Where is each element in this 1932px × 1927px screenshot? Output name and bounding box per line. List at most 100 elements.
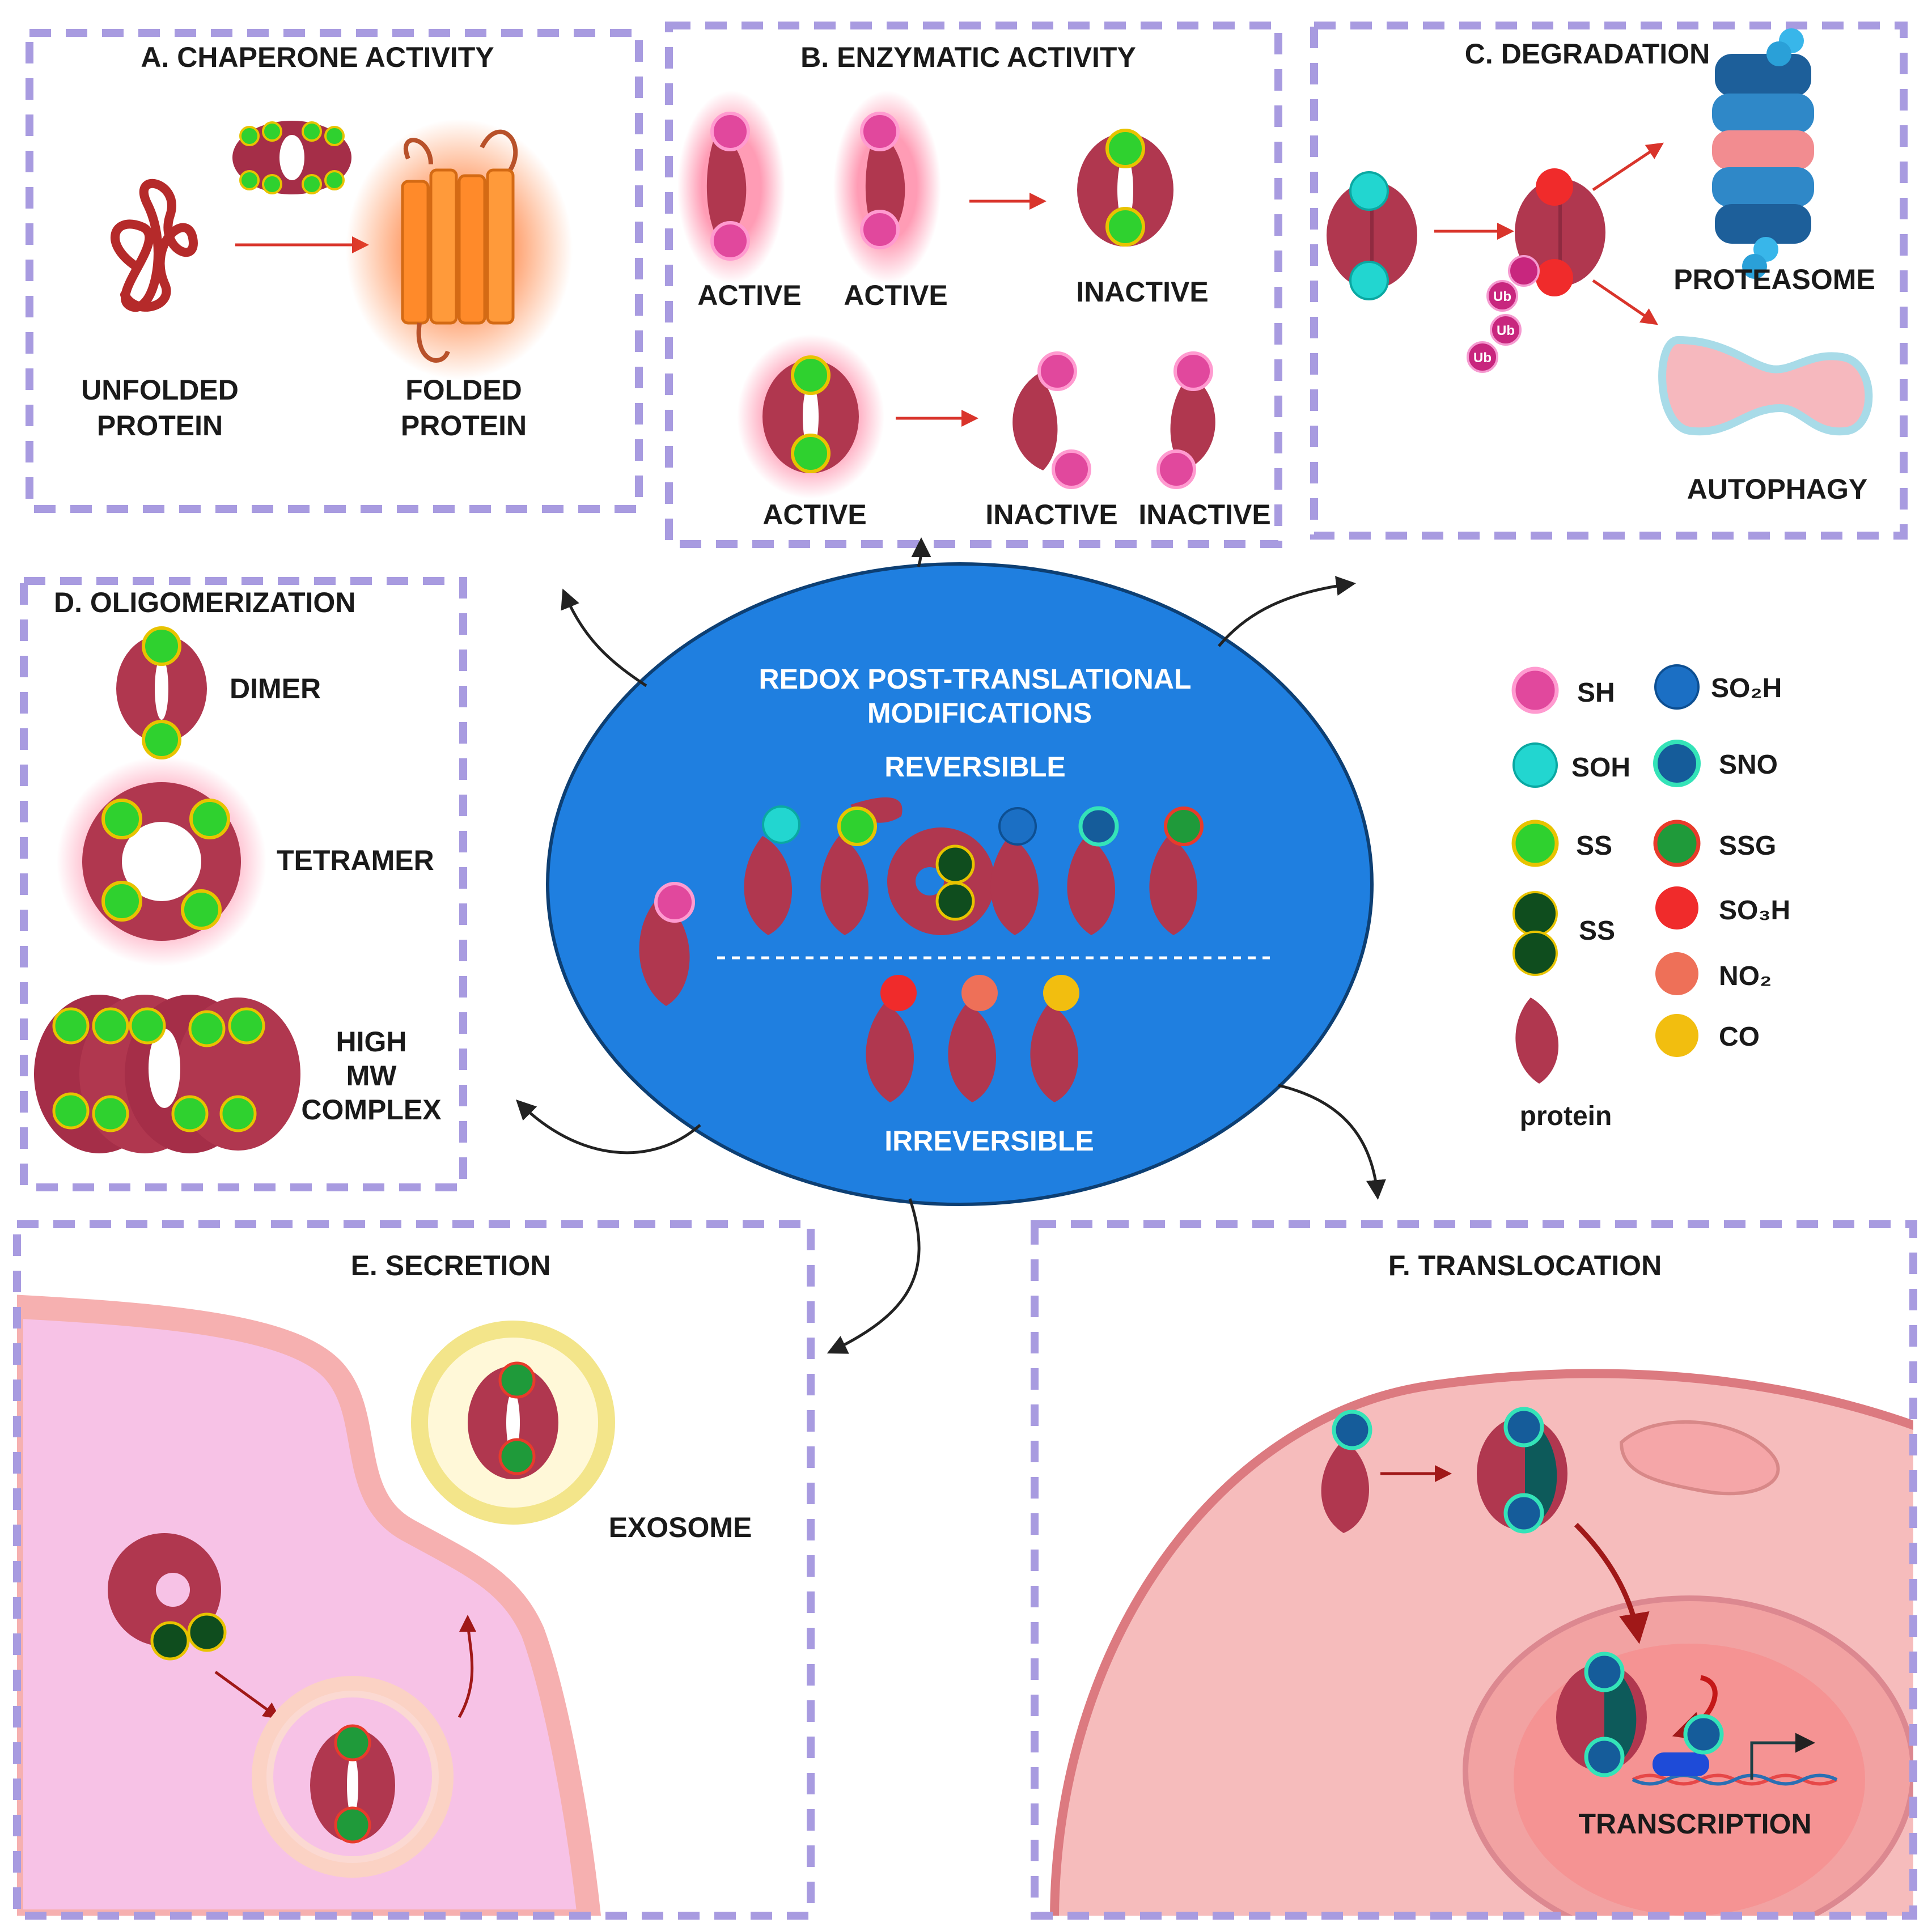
- chaperone-ring-icon: [232, 121, 351, 194]
- exosome-icon: [411, 1321, 615, 1525]
- inactive-dimer: [1077, 129, 1173, 247]
- complex-label-3: COMPLEX: [301, 1094, 441, 1126]
- unfolded-protein-icon: [111, 179, 198, 312]
- ring-protein-ss: [108, 1533, 227, 1661]
- center-title-2: MODIFICATIONS: [867, 697, 1092, 729]
- complex-label-1: HIGH: [336, 1026, 407, 1058]
- irreversible-label: IRREVERSIBLE: [884, 1125, 1094, 1157]
- legend-ssg-label: SSG: [1719, 831, 1776, 861]
- protein-so2h: [990, 807, 1039, 935]
- legend-so2h: SO₂H: [1654, 664, 1782, 710]
- center-redox-oval: REDOX POST-TRANSLATIONAL MODIFICATIONS R…: [546, 562, 1374, 1206]
- legend-no2: NO₂: [1655, 952, 1772, 995]
- active-dimer: [737, 334, 884, 499]
- nuclear-import-arrow: [1574, 1522, 1650, 1644]
- complex-label-2: MW: [346, 1060, 397, 1092]
- legend-co-label: CO: [1719, 1022, 1760, 1052]
- tetramer-label: TETRAMER: [277, 844, 434, 876]
- legend-soh: SOH: [1512, 742, 1630, 788]
- panel-f-title: F. TRANSLOCATION: [1388, 1250, 1662, 1281]
- ub-label-3: Ub: [1473, 350, 1492, 366]
- panel-translocation: F. TRANSLOCATION TRANSCRIPTION: [1031, 1220, 1917, 1920]
- active-monomer-1: [677, 91, 785, 283]
- active-label-1: ACTIVE: [697, 279, 801, 311]
- transcription-start-icon: [1750, 1733, 1815, 1780]
- legend-protein: protein: [1515, 998, 1612, 1131]
- reversible-label: REVERSIBLE: [884, 751, 1066, 783]
- panel-c-title: C. DEGRADATION: [1465, 38, 1710, 70]
- panel-b-title: B. ENZYMATIC ACTIVITY: [800, 41, 1136, 73]
- folded-protein-icon: [346, 119, 573, 380]
- center-arrows: [516, 537, 1386, 1354]
- active-monomer-2: [833, 91, 941, 283]
- legend-no2-label: NO₂: [1719, 961, 1772, 991]
- inactive-monomer-1: [1012, 351, 1091, 489]
- arrow-to-translocation: [1278, 1084, 1386, 1200]
- arrow-to-secretion: [827, 1198, 921, 1354]
- active-label-3: ACTIVE: [762, 499, 866, 530]
- to-proteasome-arrow: [1592, 142, 1664, 192]
- protein-ss: [820, 797, 903, 935]
- arrow-to-degradation: [1218, 576, 1356, 647]
- folded-label-2: PROTEIN: [401, 410, 527, 442]
- inactive-monomer-2: [1156, 351, 1215, 489]
- panel-c-border: [1310, 22, 1908, 540]
- panel-e-title: E. SECRETION: [351, 1250, 551, 1281]
- exosome-label: EXOSOME: [609, 1512, 752, 1543]
- active-label-2: ACTIVE: [844, 279, 947, 311]
- autophagy-label: AUTOPHAGY: [1687, 473, 1868, 505]
- mitochondrion-icon: [1619, 1420, 1780, 1496]
- legend-protein-label: protein: [1520, 1101, 1612, 1131]
- oxidized-dimer: [1327, 171, 1417, 300]
- ubiquitinated-dimer: [1515, 168, 1605, 296]
- dimer-label: DIMER: [230, 673, 321, 704]
- vesicle-icon: [252, 1676, 454, 1878]
- legend-ss1-label: SS: [1576, 831, 1612, 861]
- panel-enzymatic: B. ENZYMATIC ACTIVITY ACTIVE ACTIVE INAC…: [665, 22, 1282, 548]
- arrow-to-oligomerization: [516, 1100, 701, 1154]
- protein-no2: [948, 975, 998, 1102]
- ubiquitin-chain: Ub Ub Ub: [1467, 255, 1540, 373]
- panel-d-border: [20, 577, 467, 1191]
- transcription-label: TRANSCRIPTION: [1578, 1808, 1811, 1840]
- inactive-label-1: INACTIVE: [1076, 276, 1208, 308]
- protein-sno: [1067, 806, 1119, 935]
- arrow-to-chaperone: [561, 588, 647, 687]
- ub-label-1: Ub: [1493, 289, 1511, 304]
- panel-chaperone: A. CHAPERONE ACTIVITY UNFOLDED PROTEIN: [26, 29, 643, 513]
- legend-soh-label: SOH: [1571, 753, 1630, 783]
- legend-ss1: SS: [1511, 820, 1612, 867]
- legend-so3h-label: SO₃H: [1719, 895, 1790, 926]
- legend-so3h: SO₃H: [1655, 886, 1790, 929]
- tetramer-icon: [57, 757, 266, 966]
- legend-co: CO: [1655, 1014, 1760, 1057]
- legend-ss2: SS: [1512, 891, 1615, 976]
- panel-b-border: [665, 22, 1282, 548]
- panel-degradation: C. DEGRADATION Ub Ub Ub: [1310, 22, 1908, 540]
- protein-sh: [639, 882, 695, 1006]
- center-title-1: REDOX POST-TRANSLATIONAL: [759, 663, 1192, 695]
- to-exosome-arrow: [457, 1615, 477, 1718]
- monomer-sno: [1321, 1410, 1372, 1533]
- legend-sh-label: SH: [1577, 678, 1615, 708]
- dna-icon: [1632, 1714, 1838, 1786]
- panel-oligomerization: D. OLIGOMERIZATION DIMER TETRAMER: [20, 577, 467, 1191]
- high-mw-complex-icon: [34, 995, 300, 1153]
- protein-ss-ring: [887, 827, 995, 935]
- proteasome-label: PROTEASOME: [1673, 264, 1875, 295]
- inactive-label-3: INACTIVE: [1138, 499, 1270, 530]
- arrow-to-enzymatic: [911, 537, 931, 567]
- legend-sno: SNO: [1653, 740, 1778, 787]
- unfolded-label-1: UNFOLDED: [81, 374, 239, 406]
- protein-co: [1030, 975, 1079, 1102]
- legend-sh: SH: [1511, 667, 1615, 714]
- legend-ssg: SSG: [1653, 820, 1776, 867]
- dimer-sno: [1477, 1407, 1567, 1534]
- protein-so3h: [866, 975, 917, 1102]
- folded-label-1: FOLDED: [405, 374, 522, 406]
- panel-e-border: [13, 1220, 815, 1920]
- panel-secretion: E. SECRETION EXOSOME: [13, 1220, 815, 1920]
- to-autophagy-arrow: [1592, 279, 1658, 325]
- proteasome-icon: [1712, 28, 1814, 279]
